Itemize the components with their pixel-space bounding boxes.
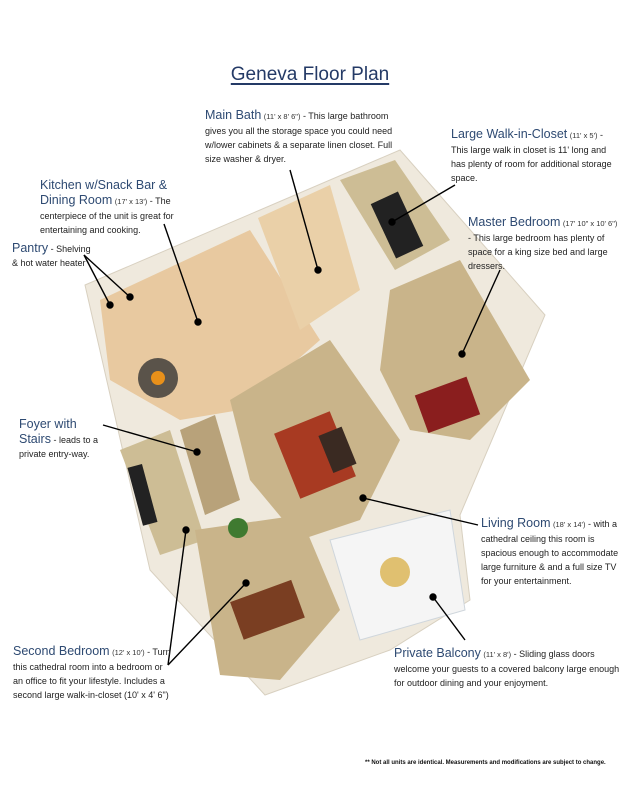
callout-main-bath: Main Bath (11' x 8' 6") - This large bat… [205, 108, 393, 164]
callout-kitchen: Kitchen w/Snack Bar & Dining Room (17' x… [40, 178, 174, 235]
callout-private-balcony: Private Balcony (11' x 8') - Sliding gla… [394, 646, 620, 688]
disclaimer: ** Not all units are identical. Measurem… [365, 760, 606, 766]
callout-walk-in-closet: Large Walk-in-Closet (11' x 5') - This l… [451, 127, 612, 183]
callout-foyer: Foyer with Stairs - leads to a private e… [19, 417, 98, 459]
callout-pantry: Pantry - Shelving & hot water heater [12, 241, 91, 268]
callout-living-room: Living Room (18' x 14') - with a cathedr… [481, 516, 619, 586]
callout-master-bedroom: Master Bedroom (17' 10" x 10' 6") - This… [468, 215, 618, 271]
page-title: Geneva Floor Plan [230, 64, 390, 85]
callout-second-bedroom: Second Bedroom (12' x 10') - Turn this c… [13, 644, 171, 700]
